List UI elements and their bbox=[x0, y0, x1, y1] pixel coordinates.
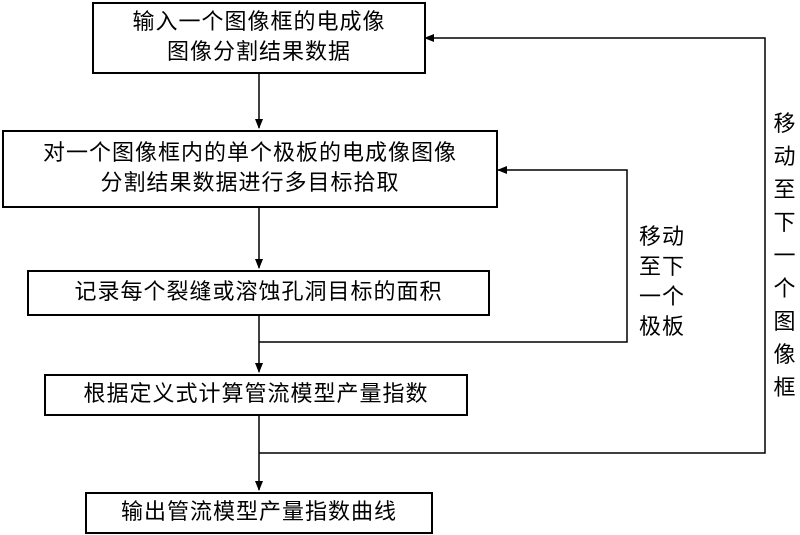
step-multi-target-pick: 对一个图像框内的单个极板的电成像图像 分割结果数据进行多目标拾取 bbox=[2, 130, 498, 208]
inner-loop-label-line: 极板 bbox=[638, 315, 685, 340]
step-compute-text: 根据定义式计算管流模型产量指数 bbox=[83, 382, 429, 407]
outer-loop-label-char: 动 bbox=[773, 145, 797, 170]
step-input-line2: 图像分割结果数据 bbox=[166, 40, 351, 65]
inner-loop-label-line: 一个 bbox=[638, 285, 685, 310]
inner-loop-label-line: 至下 bbox=[638, 255, 685, 280]
inner-loop-label-line: 移动 bbox=[638, 225, 685, 250]
outer-loop-line bbox=[259, 34, 766, 454]
outer-loop-label-char: 框 bbox=[773, 376, 797, 401]
step-output-curve: 输出管流模型产量指数曲线 bbox=[85, 492, 433, 534]
step-compute-index: 根据定义式计算管流模型产量指数 bbox=[44, 374, 468, 416]
step-input-image-frame: 输入一个图像框的电成像 图像分割结果数据 bbox=[92, 2, 426, 74]
outer-loop-label-char: 图 bbox=[773, 310, 797, 335]
step-output-text: 输出管流模型产量指数曲线 bbox=[120, 500, 397, 525]
outer-loop-label-char: 至 bbox=[773, 178, 797, 203]
inner-loop-line bbox=[259, 166, 628, 343]
outer-loop-label-char: 移 bbox=[773, 112, 797, 137]
outer-loop-label: 移 动 至 下 一 个 图 像 框 bbox=[770, 108, 800, 405]
step-input-line1: 输入一个图像框的电成像 bbox=[132, 10, 386, 35]
step-record-area: 记录每个裂缝或溶蚀孔洞目标的面积 bbox=[27, 270, 490, 316]
outer-loop-label-char: 一 bbox=[773, 244, 797, 269]
step-pick-line1: 对一个图像框内的单个极板的电成像图像 bbox=[42, 141, 457, 166]
outer-loop-label-char: 像 bbox=[773, 343, 797, 368]
outer-loop-label-char: 下 bbox=[773, 211, 797, 236]
outer-loop-label-char: 个 bbox=[773, 277, 797, 302]
step-record-text: 记录每个裂缝或溶蚀孔洞目标的面积 bbox=[74, 280, 443, 305]
inner-loop-label: 移动 至下 一个 极板 bbox=[632, 223, 692, 343]
step-pick-line2: 分割结果数据进行多目标拾取 bbox=[100, 171, 400, 196]
